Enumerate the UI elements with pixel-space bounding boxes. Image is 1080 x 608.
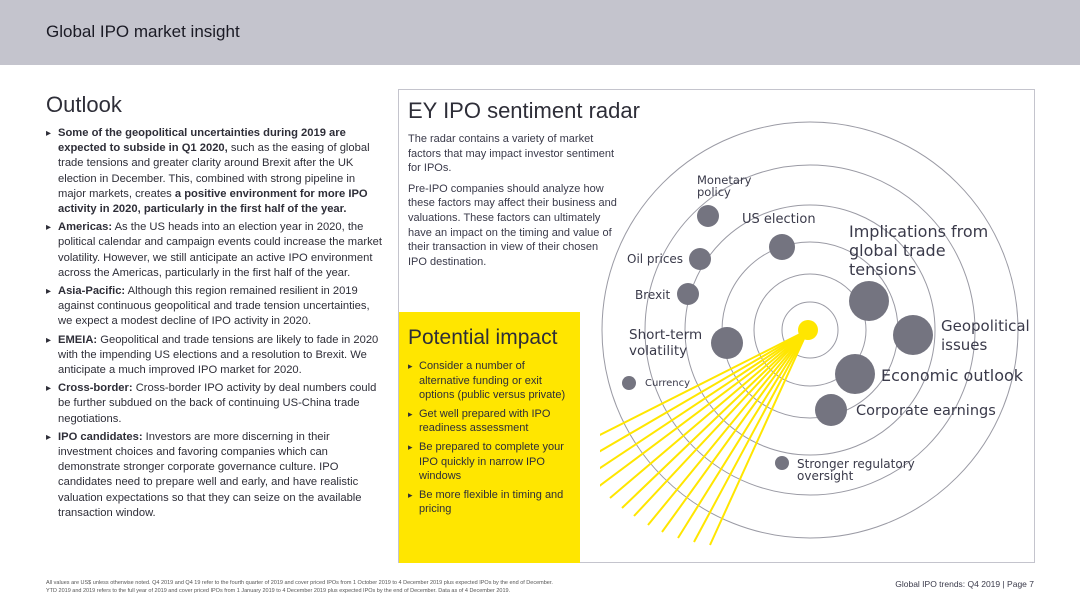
outlook-item: Cross-border: Cross-border IPO activity … xyxy=(46,381,386,427)
outlook-item: IPO candidates: Investors are more disce… xyxy=(46,430,386,521)
radar-ring-inner xyxy=(781,301,839,359)
outlook-list: Some of the geopolitical uncertainties d… xyxy=(46,126,386,524)
outlook-item: Asia-Pacific: Although this region remai… xyxy=(46,284,386,330)
footnote-line-1: All values are US$ unless otherwise note… xyxy=(46,580,553,586)
radar-desc-para-2: Pre-IPO companies should analyze how the… xyxy=(408,182,617,268)
impact-title: Potential impact xyxy=(408,326,558,349)
label-brexit: Brexit xyxy=(635,288,671,302)
dot-stronger xyxy=(775,456,789,470)
footnote-line-2: YTD 2019 and 2019 refers to the full yea… xyxy=(46,588,511,594)
impact-item: Get well prepared with IPO readiness ass… xyxy=(408,407,573,436)
label-currency: Currency xyxy=(645,378,691,389)
dot-geopolitical xyxy=(893,315,933,355)
dot-us-election xyxy=(769,234,795,260)
potential-impact-box: Potential impact Consider a number of al… xyxy=(399,312,580,563)
radar-panel xyxy=(398,89,1035,563)
radar-ring-3 xyxy=(684,204,936,456)
radar-description: The radar contains a variety of market f… xyxy=(408,132,618,275)
dot-currency xyxy=(622,376,636,390)
header-bar xyxy=(0,0,1080,65)
outlook-title: Outlook xyxy=(46,92,122,117)
radar-center-dot xyxy=(798,320,818,340)
label-oil-prices: Oil prices xyxy=(627,252,684,266)
label-economic-outlook: Economic outlook xyxy=(881,366,1024,385)
outlook-item: EMEIA: Geopolitical and trade tensions a… xyxy=(46,333,386,379)
label-monetary-policy: Monetary policy xyxy=(697,173,752,199)
page-header-title: Global IPO market insight xyxy=(46,22,240,41)
impact-item: Be prepared to complete your IPO quickly… xyxy=(408,440,573,484)
dot-economic xyxy=(835,354,875,394)
radar-ring-4 xyxy=(644,164,976,496)
dot-monetary xyxy=(697,205,719,227)
footnote: All values are US$ unless otherwise note… xyxy=(46,579,746,595)
outlook-item: Americas: As the US heads into an electi… xyxy=(46,220,386,281)
radar-desc-para-1: The radar contains a variety of market f… xyxy=(408,133,615,175)
dot-corporate xyxy=(815,394,847,426)
impact-item: Be more flexible in timing and pricing xyxy=(408,488,573,517)
label-short-term-volatility: Short-term volatility xyxy=(629,327,703,359)
dot-brexit xyxy=(677,283,699,305)
label-corporate-earnings: Corporate earnings xyxy=(856,403,996,419)
page-footer: Global IPO trends: Q4 2019 | Page 7 xyxy=(895,579,1034,589)
label-implications: Implications from global trade tensions xyxy=(849,222,989,279)
dot-short-term xyxy=(711,327,743,359)
label-geopolitical-issues: Geopolitical issues xyxy=(941,317,1030,354)
dot-implications xyxy=(849,281,889,321)
outlook-item: Some of the geopolitical uncertainties d… xyxy=(46,126,386,217)
radar-ring-outer xyxy=(601,121,1019,539)
label-us-election: US election xyxy=(742,212,816,227)
radar-ring-1 xyxy=(753,273,867,387)
radar-chart xyxy=(600,121,1019,546)
impact-list: Consider a number of alternative funding… xyxy=(408,359,573,521)
label-stronger-regulatory: Stronger regulatory oversight xyxy=(797,457,915,483)
radar-title: EY IPO sentiment radar xyxy=(408,98,640,123)
radar-sweep xyxy=(600,329,809,546)
dot-oil xyxy=(689,248,711,270)
impact-item: Consider a number of alternative funding… xyxy=(408,359,573,403)
